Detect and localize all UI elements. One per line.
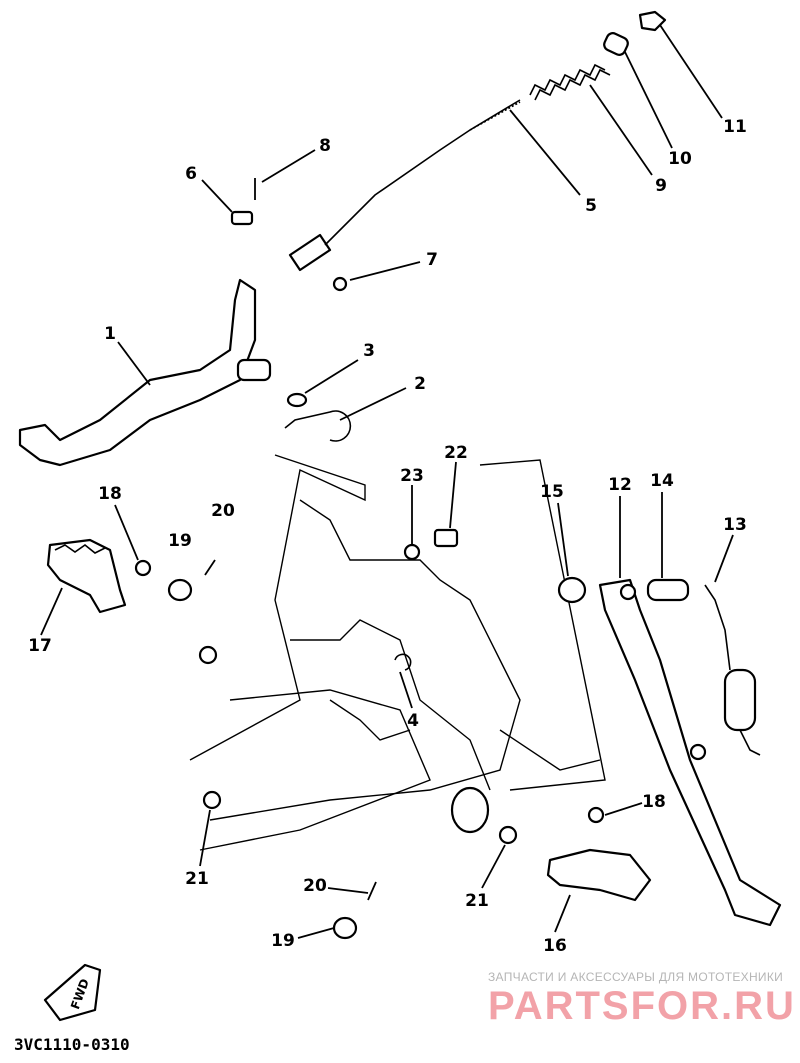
callout-5: 5 [585,196,597,216]
adjusting-nut [603,32,629,56]
return-spring-2 [284,410,352,442]
brake-rod [288,233,332,272]
callout-14: 14 [650,471,674,491]
callout-6: 6 [185,164,197,184]
callout-18-left: 18 [98,484,122,504]
callout-21-left: 21 [185,869,209,889]
callout-20-right: 20 [303,876,327,896]
pin-19 [167,578,193,602]
watermark-brand: PARTSFOR.RU [488,984,796,1028]
pin-6 [230,210,254,226]
callout-19-right: 19 [271,931,295,951]
footrest-right [546,848,652,902]
callout-13: 13 [723,515,747,535]
callout-19-left: 19 [168,531,192,551]
brake-pedal [18,278,257,467]
callout-17: 17 [28,636,52,656]
leader-lines [40,24,734,939]
washer-21-left [202,790,222,810]
bolt-22 [433,528,459,548]
callout-16: 16 [543,936,567,956]
washer-21-right [498,825,518,845]
side-stand [598,578,782,927]
frame-outline [189,454,606,851]
nut-23 [403,543,421,561]
bolt-14 [646,578,690,602]
fwd-arrow-icon: FWD [43,963,102,1022]
collar-15 [557,576,587,604]
callout-numbers: 11 10 9 5 8 6 7 3 2 1 18 20 19 17 23 22 … [28,117,747,956]
drawing-code: 3VC1110-0310 [14,1035,130,1054]
callout-10: 10 [668,149,692,169]
callout-1: 1 [104,324,116,344]
spring-18-right [587,806,605,824]
nut-7 [332,276,348,292]
callout-15: 15 [540,482,564,502]
washer-3 [286,392,308,408]
callout-8: 8 [319,136,331,156]
callout-7: 7 [426,250,438,270]
bracket-right [450,786,490,834]
spring-18 [134,559,152,577]
circlip-4 [394,653,412,671]
pin-19-right [332,916,358,940]
bracket-boss [198,645,218,665]
callout-12: 12 [608,475,632,495]
callout-23: 23 [400,466,424,486]
callout-3: 3 [363,341,375,361]
callout-21-right: 21 [465,891,489,911]
stand-spring [689,584,761,761]
callout-20-left: 20 [211,501,235,521]
callout-22: 22 [444,443,468,463]
callout-4: 4 [407,711,419,731]
callout-2: 2 [414,374,426,394]
brake-spring [529,63,611,101]
footrest-left [46,538,127,614]
pedal-shaft [236,358,272,382]
watermark-tagline: ЗАПЧАСТИ И АКСЕССУАРЫ ДЛЯ МОТОТЕХНИКИ [488,970,784,984]
callout-9: 9 [655,176,667,196]
callout-11: 11 [723,117,747,137]
callout-18-right: 18 [642,792,666,812]
